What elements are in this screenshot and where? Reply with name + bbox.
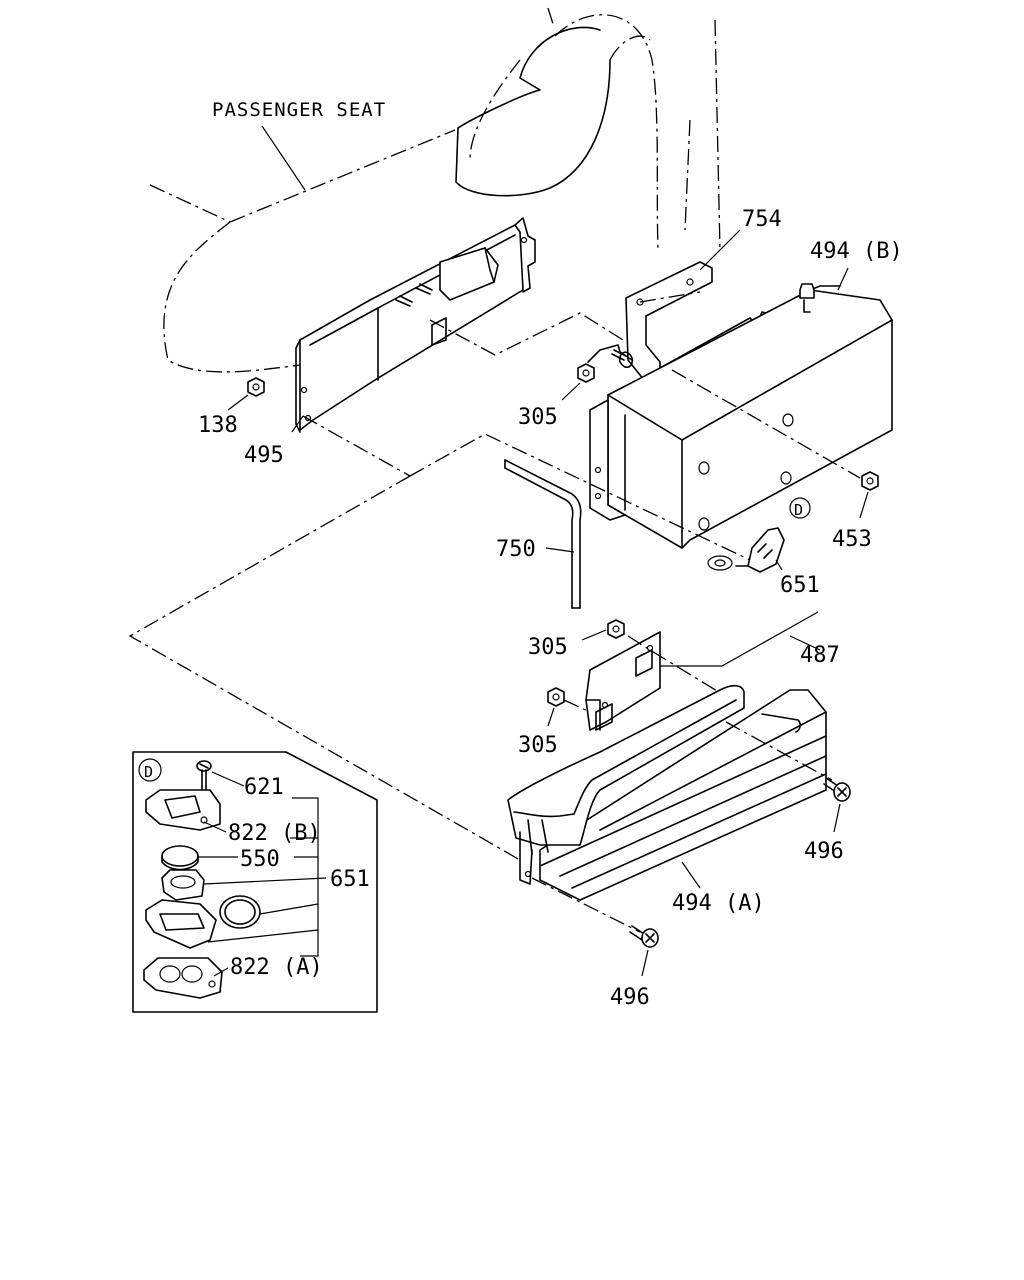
passenger-seat-leader [261, 125, 306, 191]
assembly-guide-line-b [128, 475, 521, 861]
guide-line-496-lower [531, 877, 641, 933]
o-ring-icon [219, 895, 261, 929]
guide-line-495 [302, 415, 411, 477]
callout-305-lower-leader [547, 707, 555, 727]
callout-453-leader [859, 491, 869, 519]
callout-496-lower: 496 [610, 985, 650, 1010]
callout-822a: 822 (A) [230, 955, 323, 980]
key-case-822b-icon [145, 789, 221, 831]
detail-marker-main: D [789, 497, 811, 519]
nut-453-icon [861, 471, 879, 491]
callout-494a-leader [681, 861, 701, 889]
callout-496-upper: 496 [804, 839, 844, 864]
bolt-496-upper-icon [823, 777, 851, 802]
callout-138-leader [227, 394, 249, 411]
inner-plate-icon [145, 899, 217, 949]
callout-496-upper-leader [833, 803, 841, 833]
guide-line-487 [627, 635, 741, 706]
callout-305-upper-leader [561, 382, 581, 401]
callout-754-leader [699, 229, 741, 271]
control-box-494b [589, 283, 893, 549]
callout-496-lower-leader [641, 949, 649, 977]
callout-495: 495 [244, 443, 284, 468]
detail-inset-d: D [132, 751, 378, 1013]
callout-138: 138 [198, 413, 238, 438]
bracket-487 [585, 631, 661, 731]
callout-487-leader-2 [789, 635, 821, 651]
guide-line-305-lower [563, 699, 591, 713]
callout-494b: 494 (B) [810, 239, 903, 264]
callout-487: 487 [800, 643, 840, 668]
battery-holder-651-icon [161, 869, 205, 901]
wire-harness-750 [504, 459, 582, 609]
callout-494b-leader [837, 267, 849, 291]
nut-305-middle-icon [607, 619, 625, 639]
guide-line-754 [639, 291, 701, 303]
callout-750: 750 [496, 537, 536, 562]
callout-487-leader [660, 611, 819, 667]
battery-550-icon [161, 845, 199, 871]
callout-305-lower: 305 [518, 733, 558, 758]
guide-line-453 [671, 369, 861, 479]
callout-550: 550 [240, 847, 280, 872]
seat-mounting-bracket [295, 217, 536, 433]
svg-text:D: D [794, 501, 803, 519]
passenger-seat-label: PASSENGER SEAT [212, 99, 386, 121]
remote-key-651-icon [707, 527, 785, 573]
callout-305-middle: 305 [528, 635, 568, 660]
callout-754: 754 [742, 207, 782, 232]
callout-305-upper: 305 [518, 405, 558, 430]
nut-305-lower-icon [547, 687, 565, 707]
guide-line-bracket-top [429, 312, 656, 361]
callout-651-leader [775, 559, 783, 571]
callout-750-leader [545, 547, 575, 553]
callout-453: 453 [832, 527, 872, 552]
callout-651: 651 [780, 573, 820, 598]
nut-305-upper-icon [577, 363, 595, 383]
key-case-822a-icon [143, 957, 223, 999]
nut-138-icon [247, 377, 265, 397]
callout-651-detail: 651 [330, 867, 370, 892]
callout-494a: 494 (A) [672, 891, 765, 916]
base-cover-494a [507, 684, 827, 901]
bolt-496-lower-icon [629, 925, 659, 948]
callout-621: 621 [244, 775, 284, 800]
callout-495-leader [291, 415, 304, 433]
callout-305-middle-leader [581, 629, 607, 641]
detail-marker-d: D [144, 763, 153, 781]
passenger-seat-outline [149, 7, 721, 373]
callout-822b: 822 (B) [228, 821, 321, 846]
guide-line-496-upper [725, 721, 833, 781]
